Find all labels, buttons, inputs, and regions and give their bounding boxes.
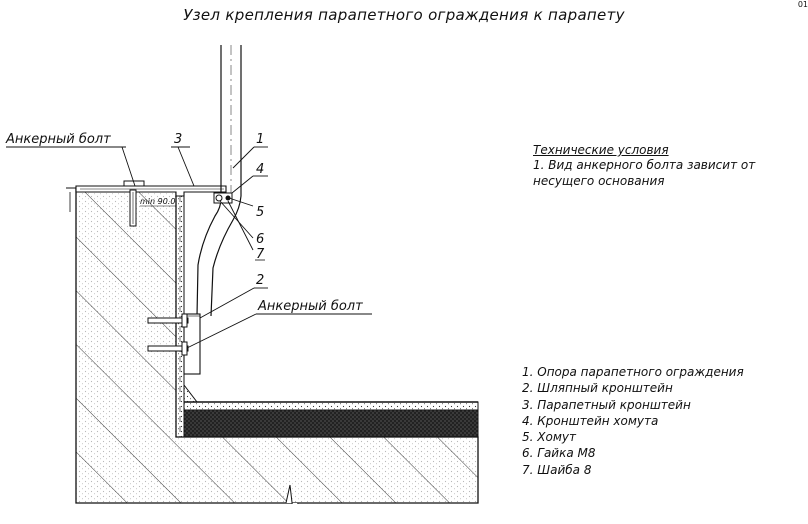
tech-conditions-line-2: несущего основания — [533, 174, 665, 188]
callout-6: 6 — [256, 232, 264, 247]
callout-anchor-bolt-top: Анкерный болт — [5, 132, 111, 147]
tech-conditions-heading: Технические условия — [533, 143, 669, 157]
roof-layers — [183, 383, 479, 438]
parts-legend: 1. Опора парапетного ограждения 2. Шляпн… — [522, 364, 744, 478]
callout-7: 7 — [256, 247, 265, 262]
callout-5: 5 — [256, 205, 264, 220]
clamp-assembly — [213, 192, 233, 204]
legend-item: 1. Опора парапетного ограждения — [522, 365, 744, 379]
callout-anchor-bolt-mid: Анкерный болт — [257, 299, 363, 314]
legend-item: 6. Гайка М8 — [522, 446, 596, 461]
sheet-corner-label: 01 — [797, 0, 808, 9]
break-line — [240, 484, 490, 524]
callout-1: 1 — [256, 132, 264, 147]
callout-2: 2 — [256, 273, 264, 288]
legend-item: 3. Парапетный кронштейн — [522, 397, 691, 412]
leader-lines — [6, 146, 372, 349]
min-dimension-label: min 90.0 — [140, 197, 175, 206]
callout-3: 3 — [174, 132, 182, 147]
parapet-bracket — [75, 185, 227, 197]
legend-item: 4. Кронштейн хомута — [522, 413, 659, 428]
legend-item: 2. Шляпный кронштейн — [522, 381, 673, 396]
drawing-title: Узел крепления парапетного ограждения к … — [183, 6, 625, 24]
legend-item: 7. Шайба 8 — [522, 462, 592, 477]
callout-4: 4 — [256, 162, 264, 177]
legend-item: 5. Хомут — [522, 430, 576, 445]
tech-conditions-line-1: 1. Вид анкерного болта зависит от — [533, 158, 756, 172]
parapet-wall — [66, 187, 479, 504]
mid-anchor-bolts — [147, 313, 189, 356]
rail-post — [196, 45, 242, 317]
